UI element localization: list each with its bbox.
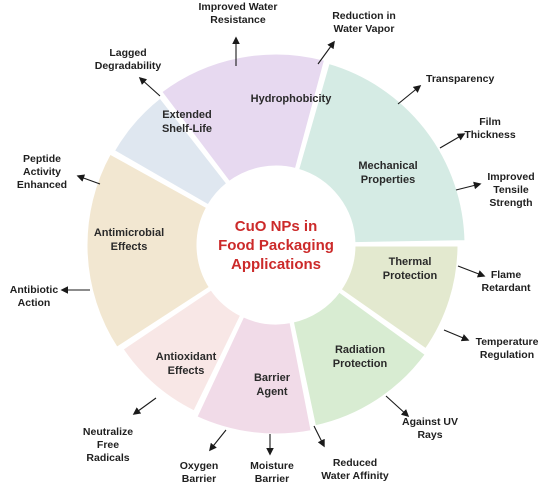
arrow-temperature-regulation [443, 329, 470, 342]
segment-extended-shelf-life [111, 94, 231, 209]
ring-segments [84, 51, 468, 437]
arrow-transparency [397, 85, 422, 105]
outcome-arrows [60, 36, 486, 456]
arrow-film-thickness [439, 133, 466, 149]
segment-barrier-agent [193, 313, 315, 437]
arrow-lagged-degradability [138, 76, 161, 97]
arrow-improved-tensile-strength [455, 181, 482, 191]
arrow-peptide-activity-enhanced [76, 174, 101, 185]
center-circle [198, 167, 354, 323]
arrow-reduction-in-water-vapor [317, 40, 335, 65]
arrow-against-uv-rays [385, 395, 410, 418]
arrow-flame-retardant [457, 265, 486, 278]
segment-label-hydrophobicity: Hydrophobicity [251, 93, 333, 105]
outcome-label-transparency: Transparency [426, 73, 494, 85]
arrow-reduced-water-affinity [313, 425, 325, 448]
arrow-neutralize-free-radicals [132, 397, 157, 415]
arrow-oxygen-barrier [209, 429, 227, 452]
